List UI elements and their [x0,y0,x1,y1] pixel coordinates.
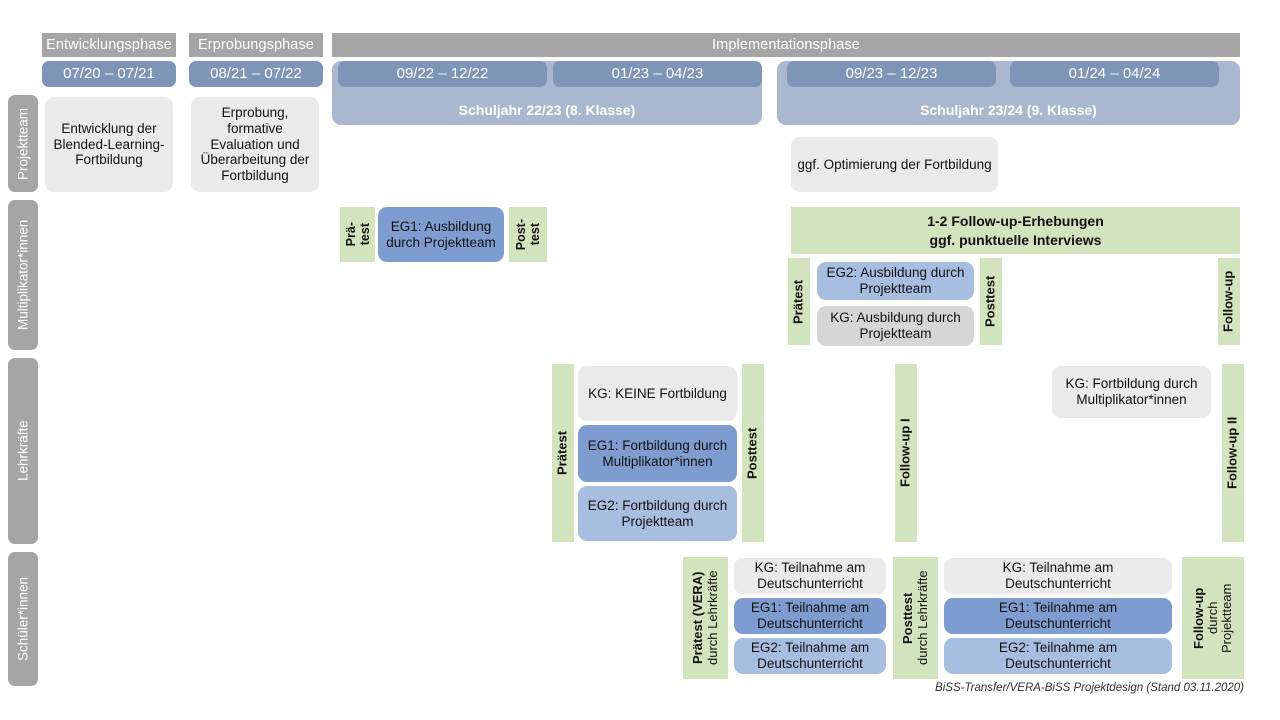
multiplikatoren-praetest-line2: test [357,223,372,246]
lehrkraefte-followup-1-strip: Follow-up I [895,364,917,542]
multiplikatoren-praetest2-strip: Prätest [788,258,810,345]
period-chip-0123-0423: 01/23 – 04/23 [553,61,762,87]
schueler-followup-strip: Follow-up durch Projektteam [1182,557,1244,679]
projektteam-optimierung-box: ggf. Optimierung der Fortbildung [791,137,998,192]
schueler-posttest-strip: Posttest durch Lehrkräfte [893,557,938,679]
role-tab-projektteam: Projektteam [8,95,38,192]
lehrkraefte-kg-keine-box: KG: KEINE Fortbildung [578,366,737,421]
schueler-followup-sub1: durch [1204,601,1220,635]
lehrkraefte-eg1-box: EG1: Fortbildung durch Multiplikator*inn… [578,425,737,482]
followup-band-line2: ggf. punktuelle Interviews [929,231,1102,248]
phase-header-erprobungsphase: Erprobungsphase [189,33,323,57]
multiplikatoren-posttest2-strip: Posttest [980,258,1002,345]
schueler-followup-main: Follow-up [1190,587,1206,649]
schueler-praetest-strip: Prätest (VERA) durch Lehrkräfte [683,557,728,679]
lehrkraefte-followup-2-strip: Follow-up II [1222,364,1244,542]
multiplikatoren-praetest-line1: Prä- [343,222,358,247]
projektteam-entwicklung-box: Entwicklung der Blended-Learning-Fortbil… [45,97,173,192]
period-chip-0923-1223: 09/23 – 12/23 [787,61,996,87]
schueler-posttest-main: Posttest [900,592,916,644]
schueler-praetest-sub: durch Lehrkräfte [704,570,720,666]
phase-header-entwicklungsphase: Entwicklungsphase [42,33,176,57]
schueler-eg1-1-box: EG1: Teilnahme am Deutschunterricht [734,598,886,634]
period-chip-0821-0722: 08/21 – 07/22 [189,61,323,87]
role-tab-lehrkraefte: Lehrkräfte [8,358,38,544]
multiplikatoren-followup-erhebungen-band: 1-2 Follow-up-Erhebungen ggf. punktuelle… [791,207,1240,254]
schueler-eg2-2-box: EG2: Teilnahme am Deutschunterricht [944,638,1172,674]
multiplikatoren-followup-strip: Follow-up [1218,258,1240,345]
period-chip-0124-0424: 01/24 – 04/24 [1010,61,1219,87]
multiplikatoren-posttest-strip: Post- test [509,207,547,262]
schueler-kg-1-box: KG: Teilnahme am Deutschunterricht [734,558,886,594]
lehrkraefte-praetest-strip: Prätest [552,364,574,542]
phase-header-implementationsphase: Implementationsphase [332,33,1240,57]
lehrkraefte-kg-multi-box: KG: Fortbildung durch Multiplikator*inne… [1052,366,1211,418]
role-tab-multiplikatorinnen: Multiplikator*innen [8,200,38,350]
lehrkraefte-posttest-strip: Posttest [742,364,764,542]
schueler-followup-sub2: Projektteam [1219,583,1235,653]
period-chip-0720-0721: 07/20 – 07/21 [42,61,176,87]
multiplikatoren-eg1-box: EG1: Ausbildung durch Projektteam [378,207,504,262]
multiplikatoren-kg-box: KG: Ausbildung durch Projektteam [817,306,974,346]
multiplikatoren-eg2-box: EG2: Ausbildung durch Projektteam [817,262,974,300]
followup-band-line1: 1-2 Follow-up-Erhebungen [927,213,1104,230]
schueler-eg1-2-box: EG1: Teilnahme am Deutschunterricht [944,598,1172,634]
schueler-eg2-1-box: EG2: Teilnahme am Deutschunterricht [734,638,886,674]
multiplikatoren-posttest-line1: Post- [514,218,528,251]
footer-caption: BiSS-Transfer/VERA-BiSS Projektdesign (S… [935,682,1244,694]
schueler-posttest-sub: durch Lehrkräfte [914,570,930,666]
schueler-praetest-main: Prätest (VERA) [690,571,706,665]
schueler-kg-2-box: KG: Teilnahme am Deutschunterricht [944,558,1172,594]
lehrkraefte-eg2-box: EG2: Fortbildung durch Projektteam [578,486,737,541]
multiplikatoren-posttest-line2: test [528,223,542,246]
multiplikatoren-praetest-strip: Prä- test [340,207,375,262]
period-chip-0922-1222: 09/22 – 12/22 [338,61,547,87]
role-tab-schuelerinnen: Schüler*innen [8,552,38,686]
projektteam-erprobung-box: Erprobung, formative Evaluation und Über… [191,97,319,192]
